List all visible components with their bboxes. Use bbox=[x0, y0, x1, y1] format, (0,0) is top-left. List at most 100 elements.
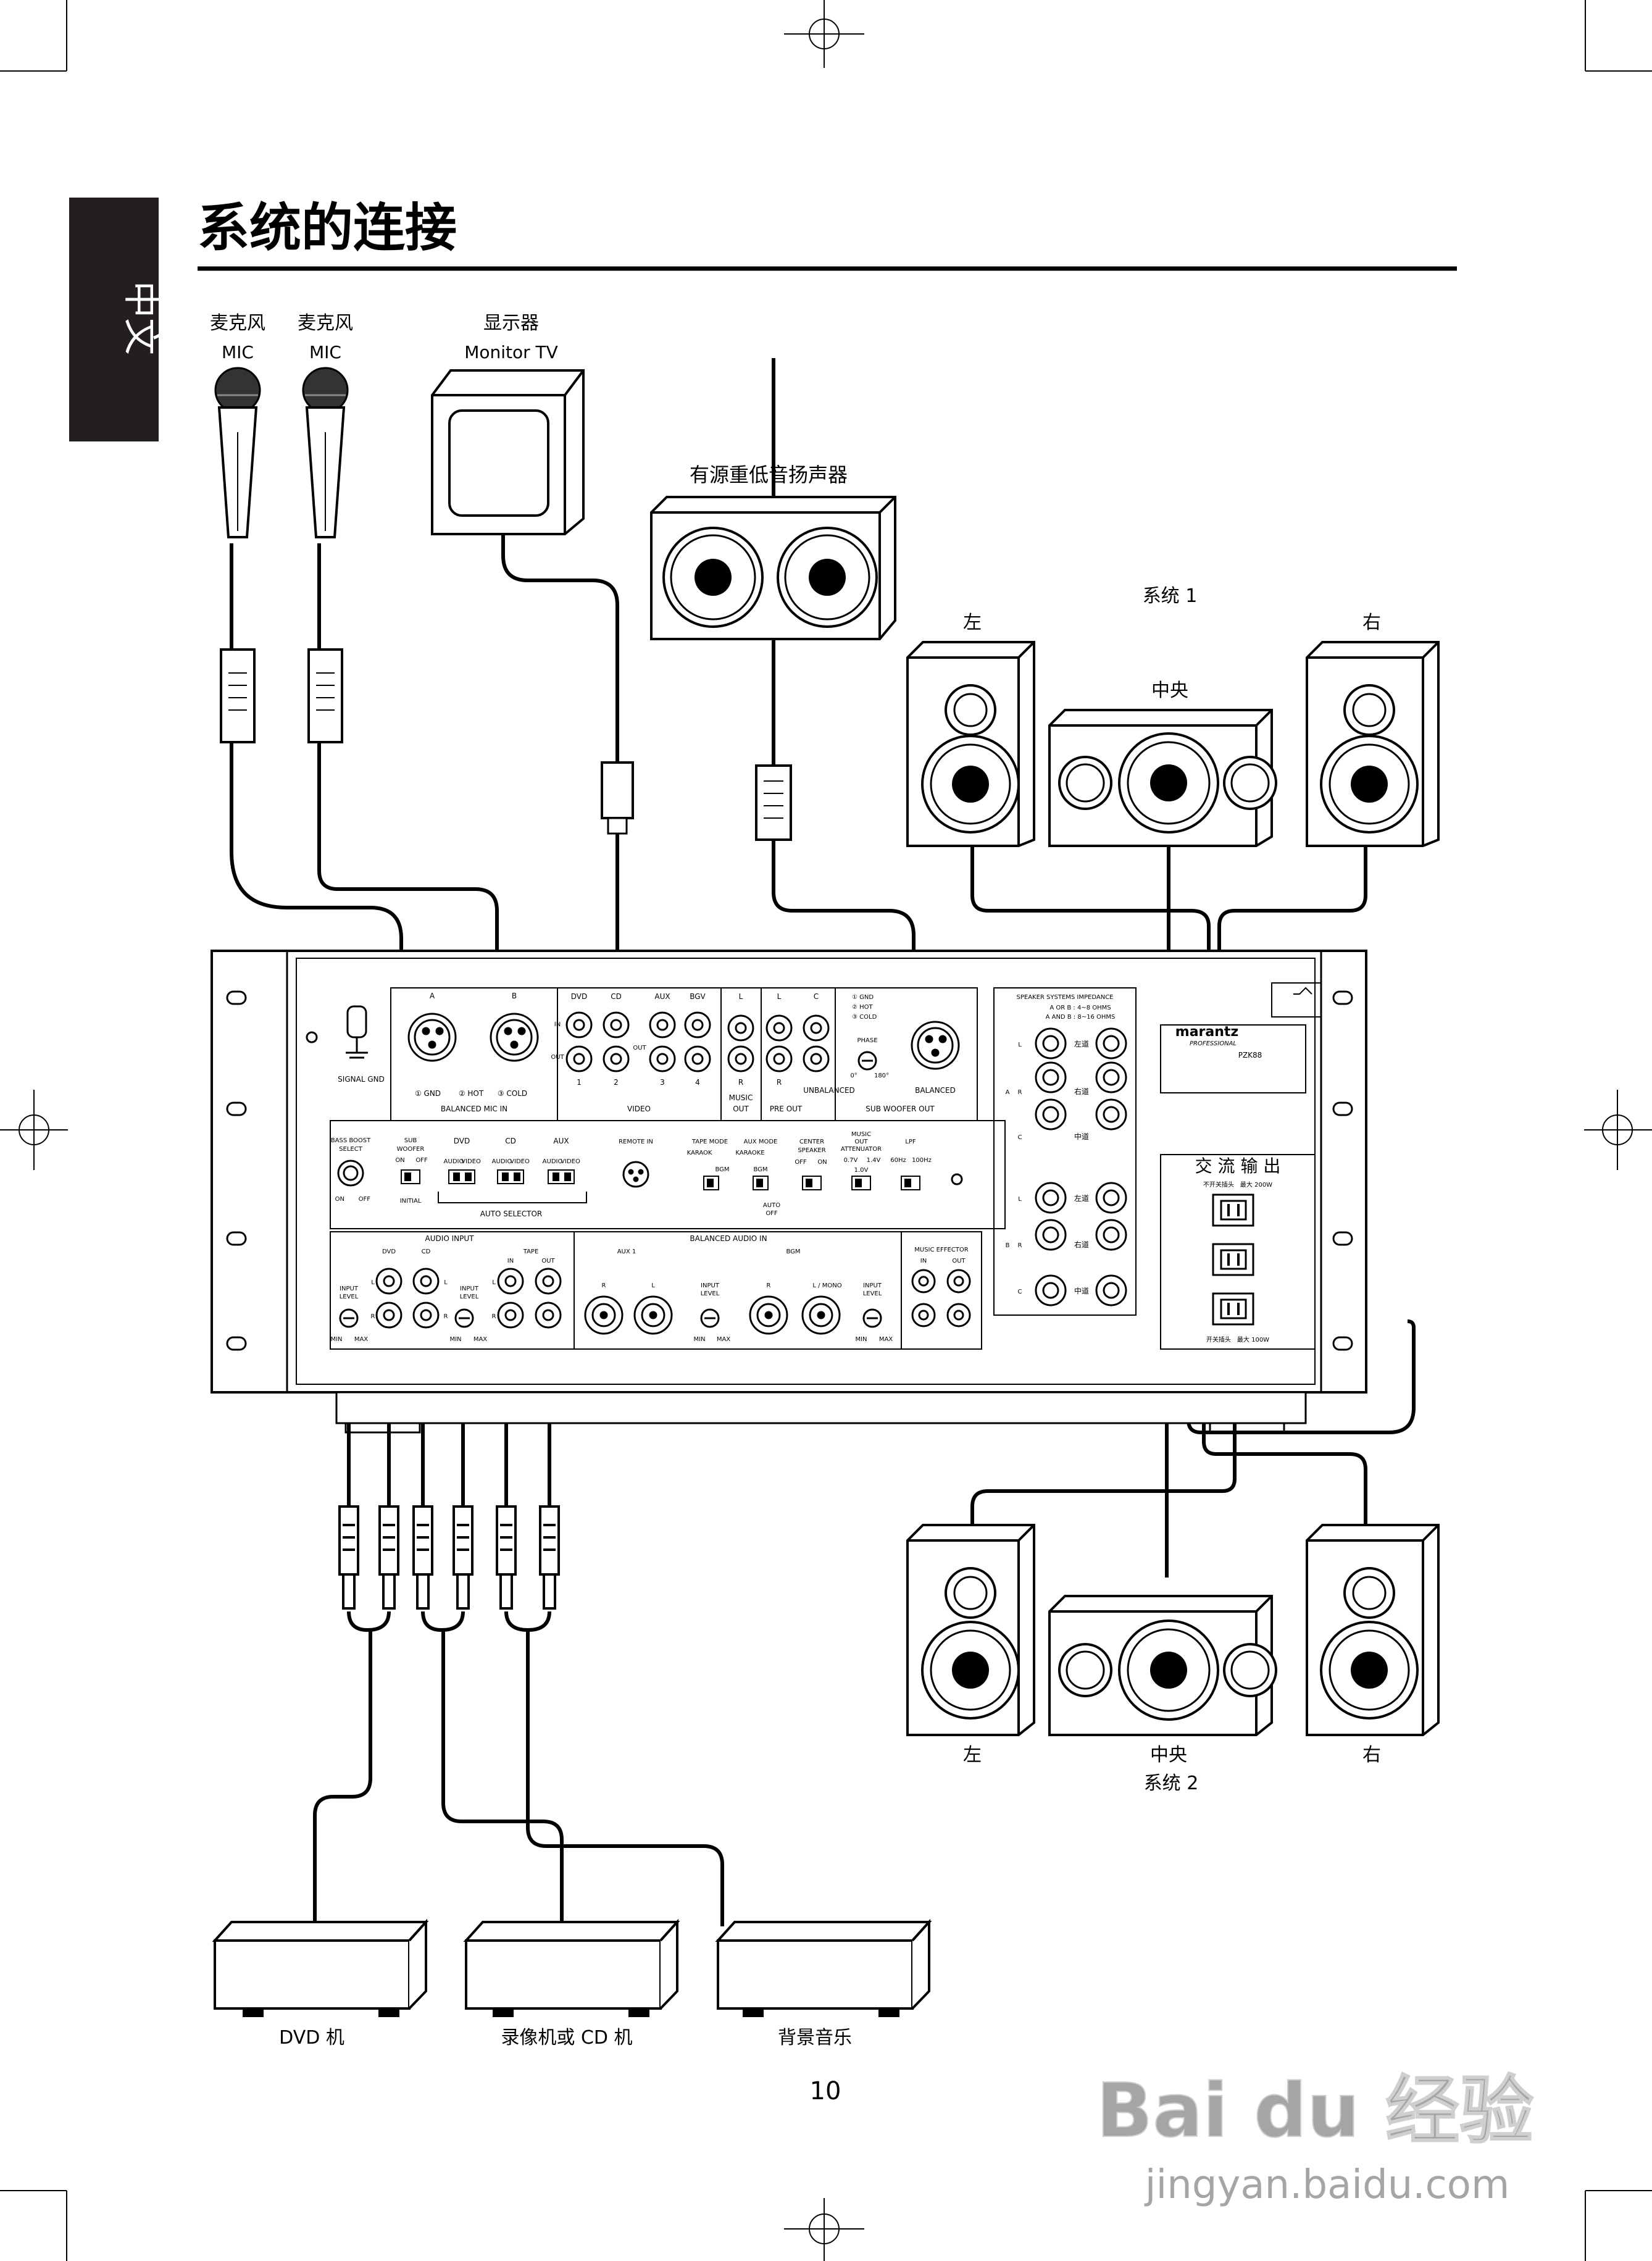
watermark-logo: Bai du 经验 bbox=[1096, 2068, 1533, 2154]
ai-input-level-2b: LEVEL bbox=[460, 1293, 479, 1300]
subwoofer-label: 有源重低音扬声器 bbox=[690, 463, 848, 487]
bai-input-level-1b: LEVEL bbox=[701, 1290, 720, 1297]
speaker-system-1: 系统 1 左 中央 右 bbox=[906, 585, 1440, 847]
dvd-player-label: DVD 机 bbox=[279, 2027, 344, 2049]
bai-min-2: MIN bbox=[855, 1336, 867, 1343]
brand-sub: PROFESSIONAL bbox=[1190, 1040, 1237, 1047]
sel-aux: AUX bbox=[553, 1137, 569, 1145]
system-1-center-label: 中央 bbox=[1151, 680, 1188, 701]
video-num-1: 1 bbox=[577, 1078, 582, 1087]
xlr-mic-b bbox=[490, 1013, 539, 1062]
pre-out-l: L bbox=[777, 992, 782, 1001]
ac-outlets bbox=[1212, 1193, 1254, 1326]
bass-boost-button bbox=[337, 1160, 364, 1187]
music-effector-jacks bbox=[911, 1269, 971, 1327]
att-07v: 0.7V bbox=[844, 1157, 858, 1164]
ai-tape-out: OUT bbox=[541, 1258, 555, 1264]
ai-tape: TAPE bbox=[523, 1248, 539, 1255]
music-att-1: MUSIC bbox=[851, 1131, 871, 1138]
mic-2: 麦克风 MIC bbox=[298, 312, 353, 743]
system-2-right-label: 右 bbox=[1362, 1744, 1381, 1766]
aux-auto-label: AUTO bbox=[763, 1202, 780, 1209]
aux1-label: AUX 1 bbox=[617, 1248, 636, 1255]
pre-out-c: C bbox=[814, 992, 819, 1001]
xlr-mic-a bbox=[407, 1013, 457, 1062]
phase-0: 0° bbox=[850, 1072, 857, 1079]
audio-input-label: AUDIO INPUT bbox=[425, 1234, 475, 1243]
ai-input-level-1a: INPUT bbox=[340, 1285, 359, 1292]
aux-mode-label: AUX MODE bbox=[744, 1139, 778, 1145]
dvd-player bbox=[212, 1918, 429, 2017]
sel-cd-video: VIDEO bbox=[510, 1158, 530, 1165]
monitor-label-cn: 显示器 bbox=[483, 312, 539, 334]
system-2-center-label: 中央 bbox=[1150, 1744, 1187, 1766]
ai-l-2: L bbox=[444, 1279, 448, 1286]
sel-cd: CD bbox=[505, 1137, 516, 1145]
music-out-label-2: OUT bbox=[733, 1105, 749, 1113]
mic-hot-label: ② HOT bbox=[459, 1089, 484, 1098]
music-out-r: R bbox=[738, 1078, 743, 1087]
bai-l-1: L bbox=[651, 1282, 655, 1289]
bgm-label: BGM bbox=[786, 1248, 800, 1255]
mic-1-label-cn: 麦克风 bbox=[210, 312, 265, 334]
music-out-jacks bbox=[727, 1014, 754, 1072]
sel-cd-audio: AUDIO bbox=[492, 1158, 512, 1165]
mic-2-label-cn: 麦克风 bbox=[298, 312, 353, 334]
ai-input-level-1b: LEVEL bbox=[340, 1293, 359, 1300]
sw-gnd: ① GND bbox=[852, 994, 874, 1001]
ai-l-3: L bbox=[492, 1279, 496, 1286]
bass-boost-label-1: BASS BOOST bbox=[331, 1137, 371, 1144]
ai-r-3: R bbox=[492, 1313, 496, 1320]
video-head-dvd: DVD bbox=[571, 992, 587, 1001]
sel-dvd: DVD bbox=[454, 1137, 470, 1145]
bai-input-level-1a: INPUT bbox=[701, 1282, 720, 1289]
vcr-cd-player bbox=[463, 1918, 680, 2017]
sw-hot: ② HOT bbox=[852, 1004, 874, 1011]
bai-input-level-2b: LEVEL bbox=[863, 1290, 882, 1297]
remote-in-label: REMOTE IN bbox=[619, 1139, 653, 1145]
spk-b-right-cn: 右道 bbox=[1074, 1240, 1089, 1249]
sel-aux-video: VIDEO bbox=[561, 1158, 580, 1165]
center-speaker-2: SPEAKER bbox=[798, 1147, 825, 1154]
mic-cold-label: ③ COLD bbox=[498, 1089, 527, 1098]
aux-off-label: OFF bbox=[766, 1210, 778, 1217]
sw-off: OFF bbox=[415, 1157, 428, 1164]
spk-a-center-cn: 中道 bbox=[1074, 1132, 1089, 1141]
phase-label: PHASE bbox=[857, 1037, 877, 1044]
mic-b-label: B bbox=[512, 992, 517, 1000]
spk-b-c: C bbox=[1018, 1289, 1022, 1295]
system-1-right-label: 右 bbox=[1362, 612, 1381, 633]
mic-gnd-label: ① GND bbox=[415, 1089, 441, 1098]
tape-mode-label: TAPE MODE bbox=[691, 1139, 728, 1145]
spk-a-left-cn: 左道 bbox=[1074, 1039, 1089, 1048]
group-b: B bbox=[1006, 1242, 1010, 1249]
att-10v: 1.0V bbox=[854, 1167, 869, 1174]
bgm-player-label: 背景音乐 bbox=[778, 2027, 852, 2049]
spk-b-l: L bbox=[1018, 1196, 1022, 1203]
initial-label: INITIAL bbox=[400, 1198, 422, 1205]
system-2-left-label: 左 bbox=[963, 1744, 982, 1766]
balanced-audio-jacks bbox=[584, 1295, 882, 1335]
monitor-tv: 显示器 Monitor TV bbox=[431, 312, 634, 835]
spk-a-l: L bbox=[1018, 1042, 1022, 1048]
pre-out-jacks bbox=[766, 1014, 830, 1072]
bai-min-1: MIN bbox=[693, 1336, 705, 1343]
control-screw bbox=[951, 1173, 963, 1185]
karaoke-label: KARAOKE bbox=[735, 1150, 764, 1156]
pre-out-r: R bbox=[777, 1078, 782, 1087]
ai-l-1: L bbox=[371, 1279, 375, 1286]
center-speaker-1: CENTER bbox=[799, 1139, 824, 1145]
spk-a-right-cn: 右道 bbox=[1074, 1087, 1089, 1096]
bai-lmono: L / MONO bbox=[812, 1282, 841, 1289]
active-subwoofer: 有源重低音扬声器 bbox=[650, 463, 896, 841]
video-section-label: VIDEO bbox=[627, 1105, 651, 1113]
spk-a-r: R bbox=[1018, 1089, 1022, 1096]
ai-input-level-2a: INPUT bbox=[460, 1285, 479, 1292]
music-out-label-1: MUSIC bbox=[729, 1093, 753, 1102]
dip-switches bbox=[401, 1169, 920, 1190]
music-att-2: OUT bbox=[854, 1139, 868, 1145]
system-1-left-label: 左 bbox=[963, 612, 982, 633]
me-in: IN bbox=[920, 1258, 927, 1264]
